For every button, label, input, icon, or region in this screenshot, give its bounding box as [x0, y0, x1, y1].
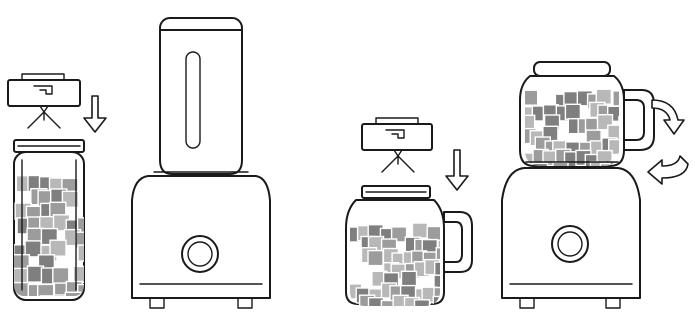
bottle-mounted — [153, 17, 249, 175]
fruit-cube — [607, 105, 619, 123]
fruit-cube — [367, 249, 384, 267]
fruit-pieces — [525, 88, 619, 166]
fruit-cube — [411, 222, 429, 239]
step-4-jar-on-base — [501, 61, 689, 309]
fruit-cube — [599, 162, 617, 166]
blade-assembly-icon — [7, 73, 81, 129]
fruit-cube — [531, 162, 549, 166]
jar-handle — [443, 211, 473, 273]
down-arrow-icon — [445, 149, 469, 191]
bottle-with-fruit — [13, 139, 85, 301]
fruit-cube — [78, 295, 84, 296]
fruit-cube — [564, 103, 582, 121]
jar-handle — [623, 89, 655, 151]
step-2-bottle-on-base — [131, 17, 271, 309]
fruit-cube — [64, 291, 83, 296]
fruit-cube — [49, 239, 67, 257]
jar-mounted — [519, 61, 655, 167]
fruit-cube — [380, 299, 398, 306]
fruit-cube — [608, 138, 619, 156]
fruit-pieces — [350, 222, 440, 306]
jar-with-fruit — [345, 185, 473, 306]
fruit-cube — [400, 270, 418, 287]
fruit-cube — [390, 226, 408, 243]
fruit-cube — [53, 294, 71, 296]
fruit-cube — [77, 244, 84, 262]
power-button — [181, 235, 219, 273]
power-button — [551, 225, 589, 263]
fruit-cube — [433, 286, 440, 304]
motor-base — [131, 175, 271, 309]
down-arrow-icon — [83, 95, 107, 133]
fruit-cube — [435, 246, 440, 264]
step-3-attach-blade-jar — [345, 117, 473, 306]
fruit-cube — [618, 115, 619, 133]
fruit-cube — [39, 295, 57, 296]
fruit-cube — [433, 274, 440, 291]
fruit-cube — [37, 283, 55, 296]
fruit-cube — [525, 89, 539, 106]
blade-assembly-icon — [361, 117, 433, 173]
fruit-cube — [413, 299, 431, 306]
step-1-attach-blade-bottle — [7, 73, 107, 301]
fruit-cube — [612, 90, 619, 107]
motor-base — [501, 167, 641, 309]
twist-arrow-icon — [647, 99, 689, 185]
fruit-cube — [76, 217, 84, 235]
fruit-cube — [434, 261, 440, 278]
